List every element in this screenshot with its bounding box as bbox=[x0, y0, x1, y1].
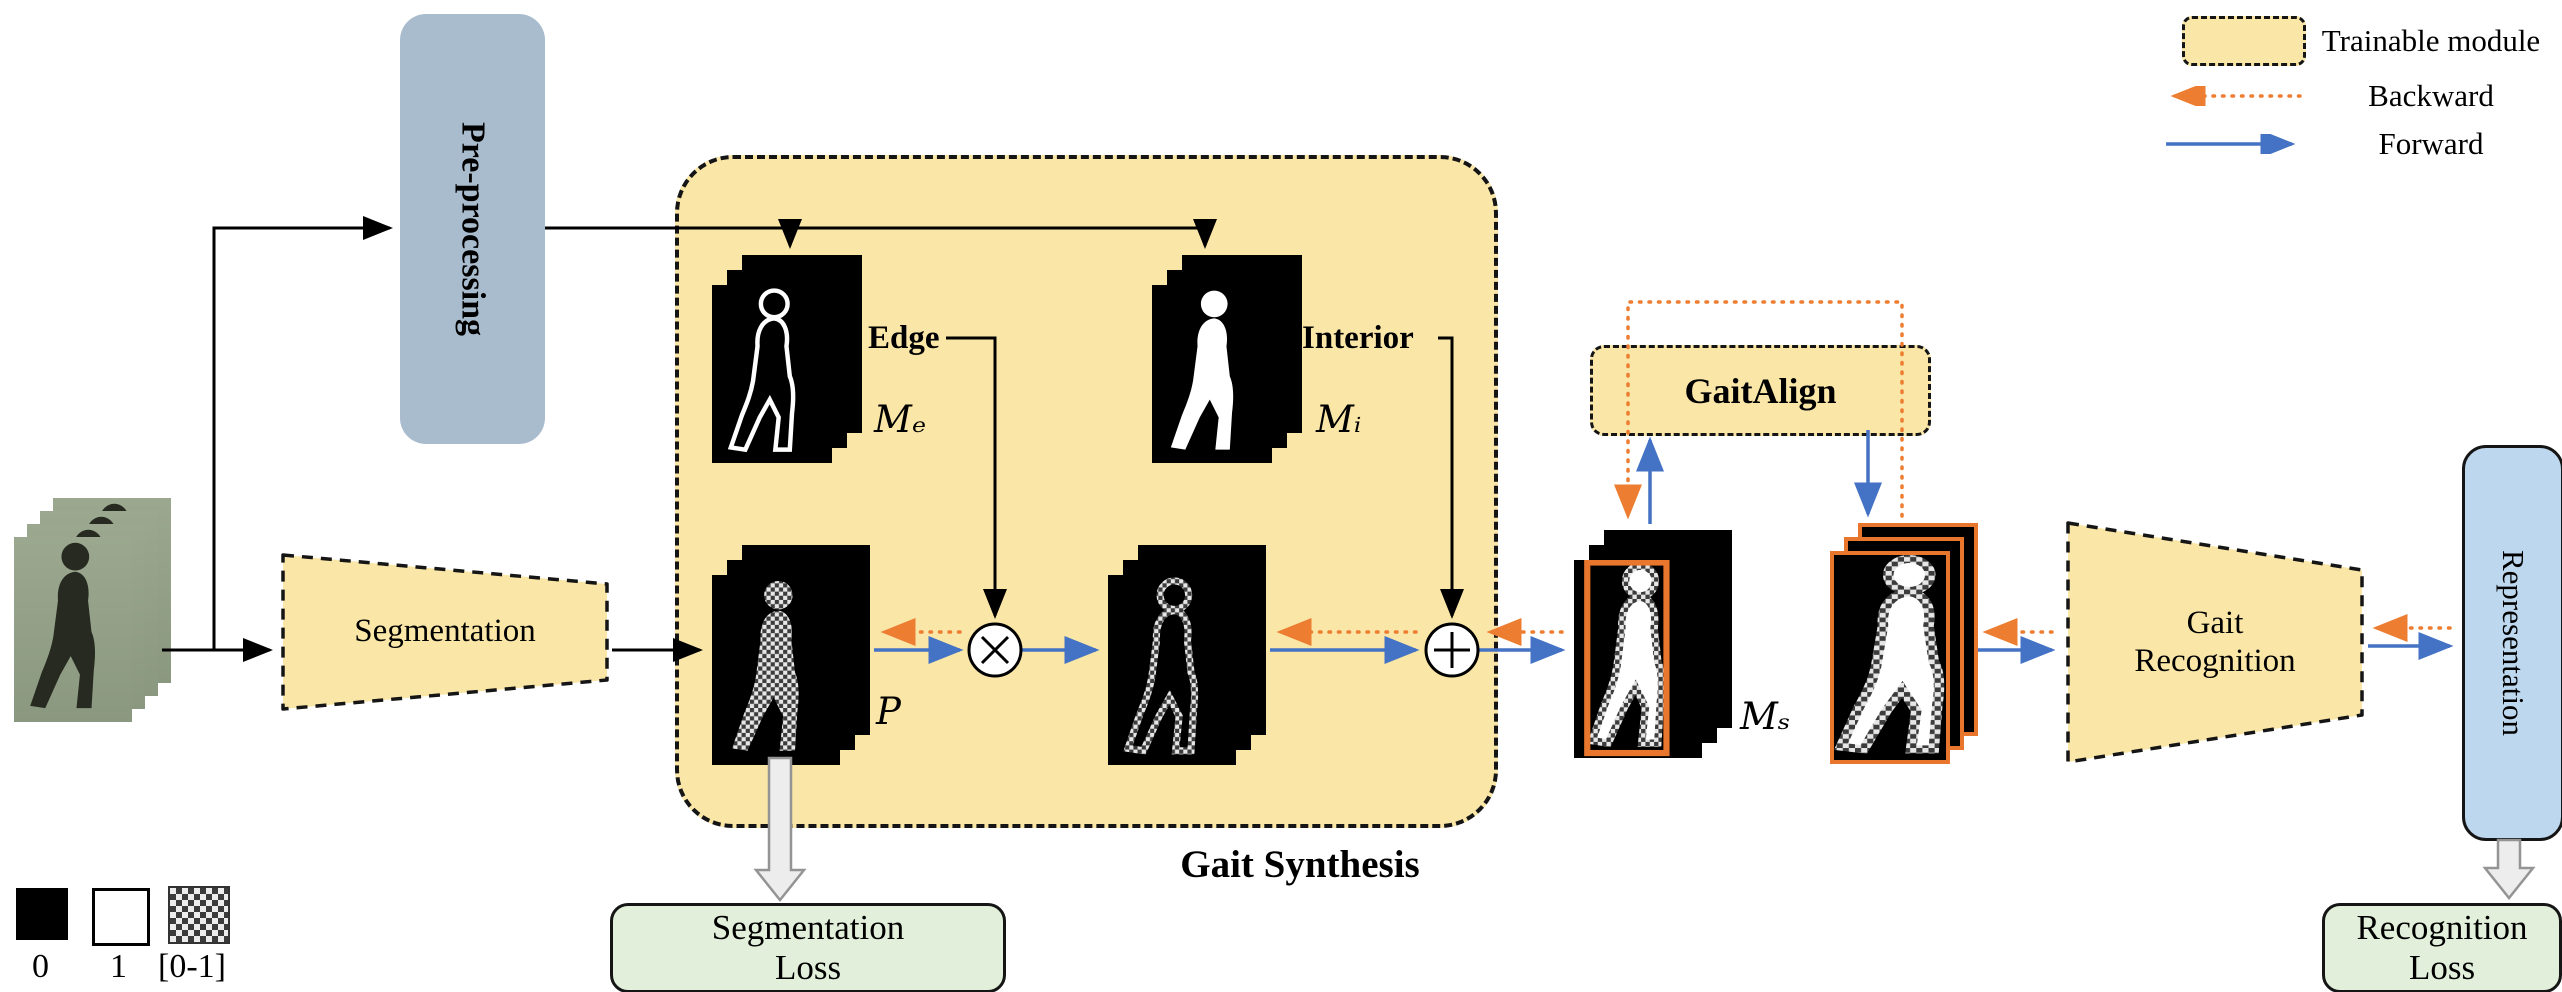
gait-synthesis-label: Gait Synthesis bbox=[1180, 843, 1420, 886]
edge-label: Edge bbox=[868, 320, 940, 356]
legend: Trainable module Backward Forward bbox=[2156, 16, 2556, 162]
interior-symbol: Mᵢ bbox=[1316, 398, 1362, 441]
align-crop-box bbox=[1584, 560, 1670, 757]
segmentation-module: Segmentation bbox=[280, 552, 610, 712]
gait-recognition-trapezoid bbox=[2066, 521, 2364, 764]
forward-arrow-sample bbox=[2156, 134, 2306, 154]
backward-arrow-sample bbox=[2156, 86, 2306, 106]
synthesized-silhouette-image bbox=[1574, 560, 1702, 758]
segmentation-label: Segmentation bbox=[354, 613, 536, 650]
arrow-representation-to-recognition-loss bbox=[2482, 838, 2536, 901]
synthesis-symbol: Mₛ bbox=[1740, 695, 1791, 738]
input-frames-stack bbox=[14, 498, 171, 722]
backward-legend-label: Backward bbox=[2368, 78, 2494, 113]
synthesized-edge-stack bbox=[1108, 545, 1266, 765]
backward-arrow-icon bbox=[2170, 86, 2302, 106]
segmentation-loss-box: Segmentation Loss bbox=[610, 903, 1006, 992]
forward-legend-label: Forward bbox=[2378, 126, 2484, 161]
interior-mask-stack bbox=[1152, 255, 1302, 463]
forward-arrow-icon bbox=[2166, 134, 2296, 154]
trainable-module-swatch bbox=[2156, 16, 2306, 66]
input-frame bbox=[14, 537, 132, 722]
aligned-silhouette-stack bbox=[1830, 523, 1978, 764]
pixel-zero-label: 0 bbox=[32, 948, 49, 985]
pixel-value-range-icon bbox=[168, 886, 230, 944]
trainable-swatch-icon bbox=[2182, 16, 2306, 66]
probability-map-image bbox=[712, 575, 840, 765]
gait-recognition-label: Gait Recognition bbox=[2134, 604, 2296, 679]
recognition-loss-box: Recognition Loss bbox=[2322, 903, 2562, 992]
pixel-value-zero-icon bbox=[16, 888, 68, 940]
synthesized-edge-image bbox=[1108, 575, 1236, 765]
pixel-one-label: 1 bbox=[110, 948, 127, 985]
trainable-legend-label: Trainable module bbox=[2321, 23, 2541, 58]
gait-align-module: GaitAlign bbox=[1590, 345, 1931, 436]
aligned-silhouette-image bbox=[1830, 551, 1950, 764]
pixel-value-one-icon bbox=[92, 888, 150, 946]
representation-module: Representation bbox=[2462, 445, 2562, 841]
probability-symbol: P bbox=[876, 690, 901, 733]
synthesized-silhouette-stack bbox=[1574, 530, 1732, 758]
interior-mask-image bbox=[1152, 285, 1272, 463]
interior-label: Interior bbox=[1302, 320, 1414, 356]
pixel-range-label: [0-1] bbox=[158, 948, 226, 985]
preprocessing-module: Pre-processing bbox=[400, 14, 545, 444]
probability-map-stack bbox=[712, 545, 870, 765]
edge-symbol: Mₑ bbox=[874, 398, 927, 441]
edge-mask-image bbox=[712, 285, 832, 463]
edge-mask-stack bbox=[712, 255, 862, 463]
gait-recognition-module: Gait Recognition bbox=[2065, 520, 2365, 765]
